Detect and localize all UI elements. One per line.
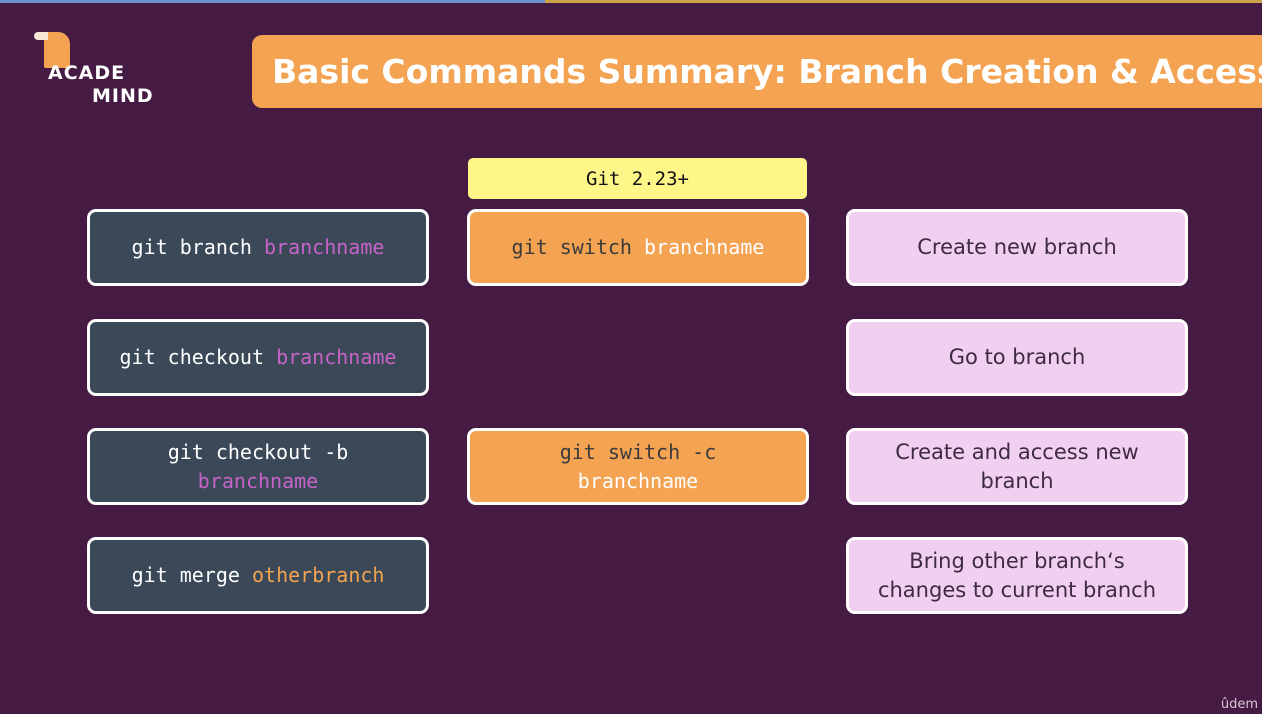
command-text: git branch branchname	[132, 233, 385, 262]
command-arg: branchname	[264, 235, 385, 259]
description-box-create-access: Create and access new branch	[846, 428, 1188, 505]
switch-base: git switch	[511, 235, 632, 259]
description-box-goto: Go to branch	[846, 319, 1188, 396]
command-base: git branch	[131, 235, 252, 259]
logo-text-line2: MIND	[92, 85, 154, 107]
switch-box-create-access: git switch -c branchname	[467, 428, 809, 505]
command-base: git checkout -b	[167, 439, 349, 464]
command-box-checkout: git checkout branchname	[87, 319, 429, 396]
switch-text: git switch branchname	[512, 233, 765, 262]
description-text: Create and access new branch	[895, 439, 1139, 493]
switch-base: git switch -c	[559, 439, 717, 464]
command-text: git checkout branchname	[120, 343, 397, 372]
title-banner: Basic Commands Summary: Branch Creation …	[252, 35, 1262, 108]
command-arg: otherbranch	[251, 563, 385, 587]
top-progress-fill	[0, 0, 545, 3]
command-box-branch: git branch branchname	[87, 209, 429, 286]
description-box-merge: Bring other branch‘s changes to current …	[846, 537, 1188, 614]
academind-logo: ACADE MIND	[34, 32, 174, 112]
top-progress-strip	[0, 0, 1262, 3]
command-arg: branchname	[276, 345, 397, 369]
git-version-badge: Git 2.23+	[468, 158, 807, 199]
logo-text-line1: ACADE	[48, 62, 126, 84]
logo-flag-icon	[44, 32, 70, 68]
udemy-watermark: ûdem	[1220, 697, 1258, 712]
description-box-create: Create new branch	[846, 209, 1188, 286]
command-text: git checkout -b branchname	[168, 438, 349, 496]
command-box-merge: git merge otherbranch	[87, 537, 429, 614]
switch-box-create: git switch branchname	[467, 209, 809, 286]
logo-flag-tail	[34, 32, 48, 40]
command-base: git merge	[131, 563, 240, 587]
command-box-checkout-b: git checkout -b branchname	[87, 428, 429, 505]
description-text: Bring other branch‘s changes to current …	[877, 548, 1157, 602]
switch-arg: branchname	[644, 235, 765, 259]
switch-text: git switch -c branchname	[560, 438, 717, 496]
slide-title: Basic Commands Summary: Branch Creation …	[272, 52, 1262, 91]
command-arg: branchname	[197, 468, 319, 493]
command-base: git checkout	[119, 345, 265, 369]
command-text: git merge otherbranch	[132, 561, 385, 590]
switch-arg: branchname	[577, 468, 699, 493]
